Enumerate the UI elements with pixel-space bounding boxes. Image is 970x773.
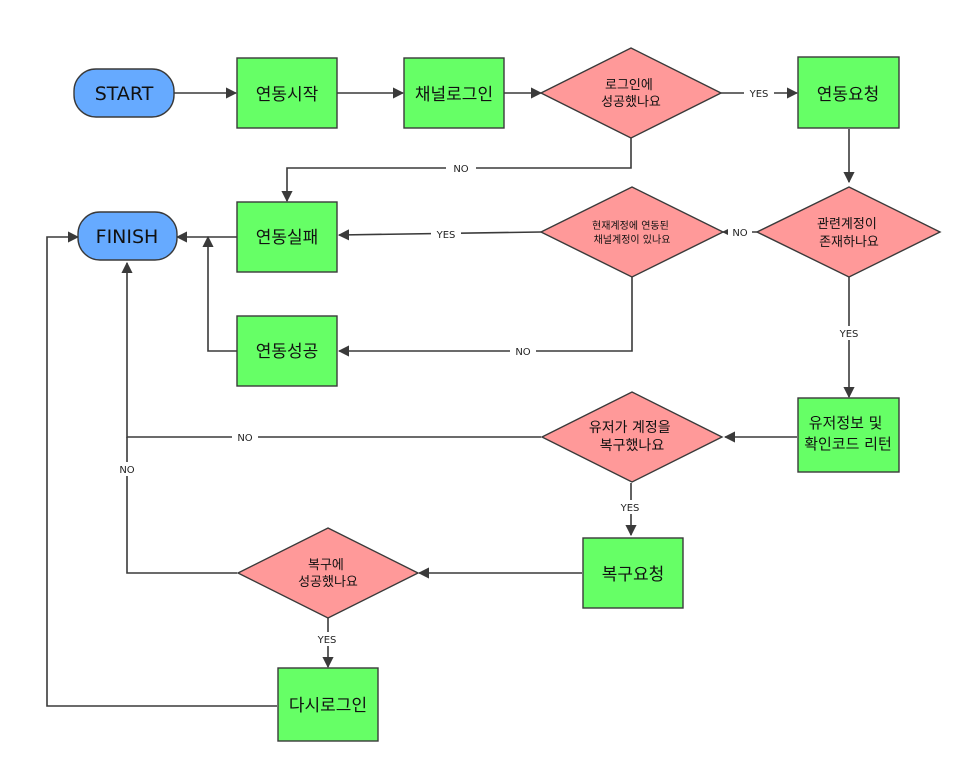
relogin-box [277,667,379,742]
relogin-label: 다시로그인 [289,696,367,716]
link-fail-box [236,201,338,273]
label-related-no: NO [732,228,747,239]
link-success-label: 연동성공 [256,342,319,362]
edge-linked-no [337,277,633,357]
restore-success-decision [236,527,420,619]
finish-label: FINISH [96,226,159,248]
label-linked-yes: YES [436,230,456,241]
label-login-no: NO [453,164,468,175]
link-start-box [236,57,338,129]
label-restore-no: NO [119,465,134,476]
start-label: START [95,83,154,105]
return-user-info-box [797,397,900,473]
label-linked-no: NO [515,347,530,358]
restore-request-label: 복구요청 [602,565,665,585]
label-restore-yes: YES [317,635,337,646]
nodes: START FINISH 연동시작 채널로그인 연동요청 연동실패 연동성공 유… [73,47,942,742]
edge-relogin-to-finish [46,231,277,707]
edges [46,87,855,707]
related-account-label: 관련계정이 존재하나요 [817,217,881,250]
edge-link-success-to-finish [202,235,237,352]
label-login-yes: YES [749,89,769,100]
login-success-label: 로그인에 성공했나요 [601,78,661,110]
user-restored-label: 유저가 계정을 복구했나요 [589,420,675,454]
related-account-decision [755,186,942,278]
restore-request-box [582,537,684,609]
link-success-box [236,315,338,387]
link-start-label: 연동시작 [256,85,319,105]
finish-terminal [77,211,178,261]
label-restored-yes: YES [620,503,640,514]
edge-restore-no [126,437,237,574]
user-restored-decision [540,391,724,483]
start-terminal [73,68,175,118]
restore-success-label: 복구에 성공했나요 [298,558,358,590]
label-restored-no: NO [237,433,252,444]
link-request-label: 연동요청 [817,85,880,105]
login-success-decision [539,47,723,139]
link-fail-label: 연동실패 [256,228,319,248]
label-related-yes: YES [839,329,859,340]
linked-channel-decision [539,186,725,278]
edge-labels: NO YES YES NO NO YES NO YES NO YES [114,86,864,646]
linked-channel-label: 현재계정에 연동된 채널계정이 있나요 [592,220,672,246]
channel-login-box [403,57,505,129]
return-user-info-label: 유저정보 및 확인코드 리턴 [804,414,892,453]
channel-login-label: 채널로그인 [415,85,493,105]
link-request-box [797,56,900,129]
